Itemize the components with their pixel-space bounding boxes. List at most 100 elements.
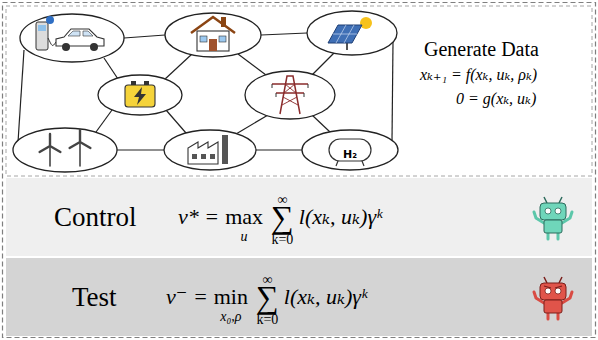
bubble	[307, 11, 397, 55]
panel-grid	[333, 25, 357, 43]
charger-screen	[38, 25, 46, 31]
battery-body	[125, 85, 155, 107]
tower-bracing	[282, 84, 298, 105]
bubble	[164, 130, 256, 170]
turbine-tower	[79, 142, 81, 166]
house-window	[200, 36, 207, 42]
tank-label: H₂	[343, 149, 357, 161]
bubble	[302, 130, 398, 170]
constraint-equation: 0 = g(xₖ, uₖ)	[456, 90, 536, 108]
robot-eye	[555, 288, 561, 294]
panel	[328, 25, 362, 43]
charger-body	[36, 22, 48, 50]
band-heading: Control	[54, 204, 137, 231]
bubble	[13, 128, 117, 172]
generate-data-panel: Generate Data xₖ₊₁ = f(xₖ, uₖ, ρₖ) 0 = g(x…	[6, 6, 592, 176]
panel-title: Generate Data	[424, 38, 539, 60]
outer-dashed-border	[3, 3, 596, 338]
turbine-blades	[40, 134, 61, 152]
grid-wire	[117, 149, 164, 150]
factory-window	[201, 154, 206, 159]
car-windows	[68, 31, 93, 36]
value-symbol: v⁻ =	[166, 286, 208, 308]
grid-wire	[236, 115, 268, 134]
tower-legs	[280, 76, 300, 114]
grid-wire	[124, 35, 165, 38]
robot-antennae	[544, 277, 562, 283]
battery-icon	[125, 81, 155, 107]
bubble	[165, 13, 261, 57]
text-slot: H₂	[343, 144, 357, 162]
robot-brows	[544, 286, 562, 288]
text-slot: 0 = g(xₖ, uₖ)	[456, 90, 536, 108]
text-slot: Control	[54, 204, 137, 231]
sun	[360, 17, 372, 29]
optimisation-operator: min	[214, 286, 248, 308]
turbine-tower	[49, 146, 51, 166]
house-door	[209, 39, 217, 51]
grid-wire	[312, 115, 330, 132]
stage-cost-term: l(xₖ, uₖ)γᵏ	[284, 286, 367, 308]
turbine-blades	[70, 130, 91, 148]
control-band-fill	[6, 178, 592, 256]
grid-wire	[166, 110, 186, 133]
battery-bolt	[134, 87, 146, 105]
text-slot: Generate Data	[424, 38, 539, 60]
text-slot: k=0	[256, 310, 278, 328]
text-slot: v⁻ =	[166, 286, 208, 308]
text-slot: k=0	[271, 230, 293, 248]
grid-wire	[392, 42, 393, 140]
robot-head	[540, 203, 566, 220]
text-slot: min	[214, 286, 248, 308]
sum-symbol: ∑	[256, 281, 279, 313]
factory-chimney	[222, 135, 228, 164]
factory-hall	[188, 142, 218, 164]
operator-subscript: x₀,ρ	[220, 310, 241, 324]
battery-terminal	[144, 81, 149, 85]
grid-wire	[104, 58, 118, 79]
wind-turbines-icon	[40, 130, 91, 166]
optimisation-operator: max	[225, 206, 263, 228]
battery-terminal	[131, 81, 136, 85]
dynamics-equation: xₖ₊₁ = f(xₖ, uₖ, ρₖ)	[420, 66, 537, 84]
grid-wire	[261, 33, 307, 35]
band-heading: Test	[72, 284, 117, 311]
test-robot-icon	[534, 277, 572, 319]
bubble	[20, 14, 124, 62]
control-band: Controlv* =maxu∞∑k=0l(xₖ, uₖ)γᵏ	[6, 178, 592, 256]
bubble	[245, 71, 335, 119]
generate-panel-fill	[6, 6, 592, 176]
text-slot: xₖ₊₁ = f(xₖ, uₖ, ρₖ)	[420, 66, 537, 84]
text-slot: max	[225, 206, 263, 228]
car-wheel	[62, 43, 70, 51]
charger-badge	[46, 16, 54, 24]
house-window	[219, 36, 226, 42]
factory-window	[210, 154, 215, 159]
tank-legs	[336, 161, 364, 166]
hydrogen-tank-icon	[329, 139, 371, 166]
car-body	[56, 29, 104, 46]
test-band-fill	[6, 258, 592, 336]
grid-wire	[238, 54, 266, 75]
grid-wire	[312, 53, 334, 75]
operator-subscript: u	[241, 230, 248, 244]
panel-stand	[346, 43, 348, 50]
grid-wire	[256, 149, 302, 150]
sum-symbol: ∑	[271, 201, 294, 233]
stage-cost-term: l(xₖ, uₖ)γᵏ	[299, 206, 382, 228]
grid-wire	[164, 54, 192, 80]
text-slot: u	[241, 227, 248, 245]
text-slot: x₀,ρ	[220, 307, 241, 325]
car-wheel	[90, 43, 98, 51]
grid-bubbles	[13, 11, 398, 172]
text-slot: l(xₖ, uₖ)γᵏ	[299, 206, 382, 228]
bubble	[98, 75, 182, 115]
house-icon	[191, 17, 235, 51]
transmission-tower-icon	[272, 76, 308, 114]
ev-charger-icon	[36, 16, 104, 51]
robot-antennae	[544, 197, 562, 203]
control-robot-icon	[534, 197, 572, 239]
sum-lower-limit: k=0	[256, 313, 278, 327]
robot-eye	[545, 208, 551, 214]
